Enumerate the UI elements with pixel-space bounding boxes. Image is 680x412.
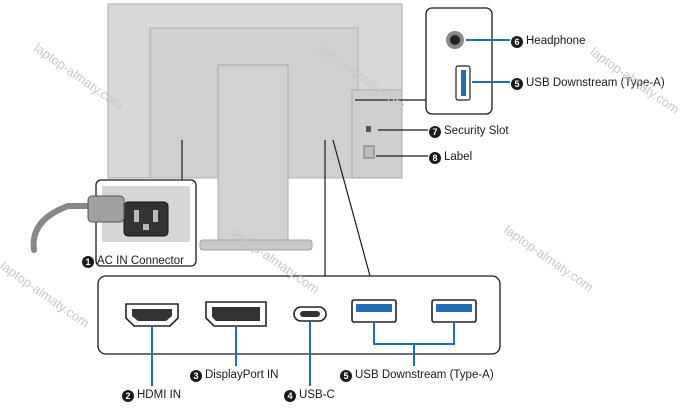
- label-usb-downstream-side-text: USB Downstream (Type-A): [526, 77, 665, 89]
- label-mark: [363, 145, 375, 159]
- number-badge: 8: [429, 152, 441, 164]
- number-badge: 7: [429, 126, 441, 138]
- number-badge: 6: [511, 36, 523, 48]
- headphone-jack-inner: [450, 35, 460, 45]
- number-badge: 5: [511, 78, 523, 90]
- label-usb-downstream-bottom-text: USB Downstream (Type-A): [355, 369, 494, 381]
- power-plug: [87, 195, 125, 223]
- label-headphone-text: Headphone: [526, 35, 586, 47]
- label-ac-in-text: AC IN Connector: [97, 255, 184, 267]
- ac-socket: [123, 201, 169, 237]
- label-label-text: Label: [444, 151, 473, 163]
- displayport-port-inner: [212, 307, 260, 321]
- label-usbc-text: USB-C: [299, 389, 335, 401]
- bottom-leader-right: [332, 139, 371, 277]
- power-cable: [30, 203, 99, 253]
- number-badge: 1: [82, 256, 94, 268]
- usb-a-port-2-tongue: [436, 304, 472, 312]
- port-bay: [351, 89, 403, 179]
- number-badge: 4: [284, 390, 296, 402]
- side-usb-tongue: [461, 70, 466, 96]
- number-badge: 2: [122, 390, 134, 402]
- ac-socket-hole-left: [134, 210, 139, 222]
- ac-socket-hole-mid: [143, 224, 149, 230]
- label-security-slot-text: Security Slot: [444, 125, 509, 137]
- number-badge: 5: [340, 370, 352, 382]
- hdmi-port-inner: [132, 309, 172, 321]
- side-port-detail-box: [425, 7, 493, 115]
- stand-base: [199, 239, 313, 251]
- security-slot-mark: [366, 126, 371, 132]
- ac-socket-hole-right: [153, 210, 158, 222]
- stand-neck: [217, 64, 289, 246]
- label-hdmi-text: HDMI IN: [137, 389, 182, 401]
- number-badge: 3: [190, 370, 202, 382]
- usb-a-port-1-tongue: [356, 304, 392, 312]
- usbc-port-inner: [300, 311, 320, 317]
- label-displayport-text: DisplayPort IN: [205, 369, 279, 381]
